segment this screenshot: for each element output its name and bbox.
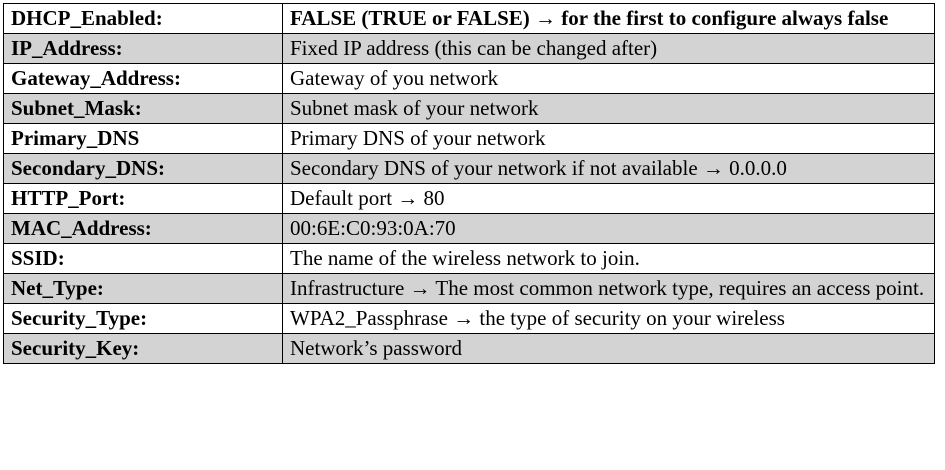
setting-description: 00:6E:C0:93:0A:70 [282, 213, 935, 244]
table-row-ip-address: IP_Address: Fixed IP address (this can b… [3, 33, 935, 64]
table-row-http-port: HTTP_Port: Default port → 80 [3, 183, 935, 214]
setting-name: Security_Type: [3, 303, 283, 334]
table-row-secondary-dns: Secondary_DNS: Secondary DNS of your net… [3, 153, 935, 184]
table-row-security-key: Security_Key: Network’s password [3, 333, 935, 364]
table-row-dhcp-enabled: DHCP_Enabled: FALSE (TRUE or FALSE) → fo… [3, 3, 935, 34]
setting-description: Secondary DNS of your network if not ava… [282, 153, 935, 184]
setting-description: FALSE (TRUE or FALSE) → for the first to… [282, 3, 935, 34]
setting-description: Gateway of you network [282, 63, 935, 94]
setting-name: Primary_DNS [3, 123, 283, 154]
table-row-subnet-mask: Subnet_Mask: Subnet mask of your network [3, 93, 935, 124]
setting-description: The name of the wireless network to join… [282, 243, 935, 274]
setting-name: Subnet_Mask: [3, 93, 283, 124]
table-row-gateway-address: Gateway_Address: Gateway of you network [3, 63, 935, 94]
setting-description: Subnet mask of your network [282, 93, 935, 124]
table-row-security-type: Security_Type: WPA2_Passphrase → the typ… [3, 303, 935, 334]
setting-name: Net_Type: [3, 273, 283, 304]
config-table-body: DHCP_Enabled: FALSE (TRUE or FALSE) → fo… [3, 3, 935, 364]
table-row-mac-address: MAC_Address: 00:6E:C0:93:0A:70 [3, 213, 935, 244]
setting-name: Security_Key: [3, 333, 283, 364]
setting-name: IP_Address: [3, 33, 283, 64]
setting-description: Primary DNS of your network [282, 123, 935, 154]
setting-name: MAC_Address: [3, 213, 283, 244]
setting-name: Secondary_DNS: [3, 153, 283, 184]
setting-description: Infrastructure → The most common network… [282, 273, 935, 304]
table-row-primary-dns: Primary_DNS Primary DNS of your network [3, 123, 935, 154]
setting-name: DHCP_Enabled: [3, 3, 283, 34]
setting-name: Gateway_Address: [3, 63, 283, 94]
setting-description: WPA2_Passphrase → the type of security o… [282, 303, 935, 334]
setting-description: Default port → 80 [282, 183, 935, 214]
setting-description: Network’s password [282, 333, 935, 364]
setting-name: HTTP_Port: [3, 183, 283, 214]
setting-description: Fixed IP address (this can be changed af… [282, 33, 935, 64]
table-row-ssid: SSID: The name of the wireless network t… [3, 243, 935, 274]
setting-name: SSID: [3, 243, 283, 274]
table-row-net-type: Net_Type: Infrastructure → The most comm… [3, 273, 935, 304]
network-config-table: DHCP_Enabled: FALSE (TRUE or FALSE) → fo… [3, 3, 935, 364]
